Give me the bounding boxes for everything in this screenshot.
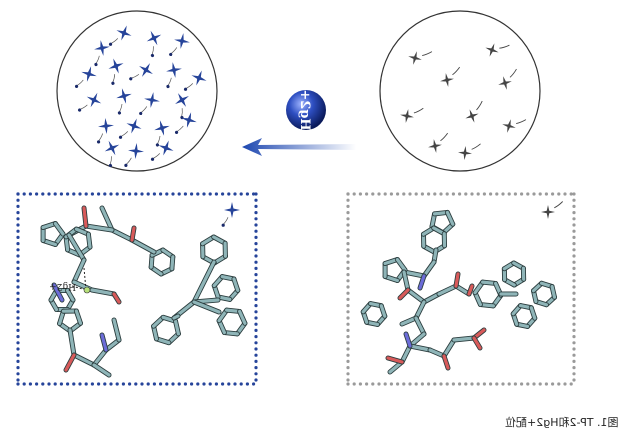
blue-star-9 (183, 70, 207, 91)
blue-star-11 (116, 88, 132, 115)
grey-star-5 (400, 107, 424, 123)
blue-star-1 (94, 40, 110, 67)
blue-star-2 (108, 25, 132, 46)
legend-blue-star (221, 202, 240, 227)
blue-star-20 (150, 140, 174, 161)
blue-star-16 (154, 120, 170, 147)
blue-star-17 (174, 112, 197, 135)
hg-ion-sphere: Hg2+ (286, 89, 326, 131)
blue-star-10 (78, 92, 102, 112)
blue-star-5 (74, 66, 97, 89)
reaction-arrow (242, 138, 356, 156)
inner-hg-label: Hg2+ (49, 281, 76, 291)
free-molecule-circle (379, 10, 541, 172)
figure-caption: 图1. TP-2和Hg2+配位 (505, 416, 619, 429)
grey-star-4 (498, 68, 517, 90)
blue-star-8 (166, 62, 182, 89)
blue-star-4 (169, 33, 190, 57)
blue-star-7 (129, 63, 153, 81)
hg-ion-label: Hg2+ (297, 89, 312, 130)
grey-star-3 (485, 43, 510, 57)
blue-star-15 (118, 118, 142, 139)
grey-star-8 (458, 143, 481, 160)
grey-star-9 (428, 132, 449, 153)
grey-star-1 (408, 51, 433, 65)
complex-structure-box: Hg2+ (16, 192, 258, 386)
grey-star-2 (440, 66, 461, 87)
hg-atom (83, 286, 91, 294)
free-structure-box (346, 192, 576, 386)
blue-star-3 (146, 30, 162, 58)
legend-grey-star (541, 201, 564, 219)
blue-star-12 (139, 92, 160, 116)
blue-star-6 (108, 58, 124, 85)
aggregated-circle (56, 10, 218, 172)
grey-star-6 (465, 100, 483, 123)
grey-star-7 (502, 119, 527, 133)
blue-star-19 (104, 140, 120, 168)
blue-star-14 (96, 118, 114, 144)
blue-star-18 (124, 143, 144, 167)
